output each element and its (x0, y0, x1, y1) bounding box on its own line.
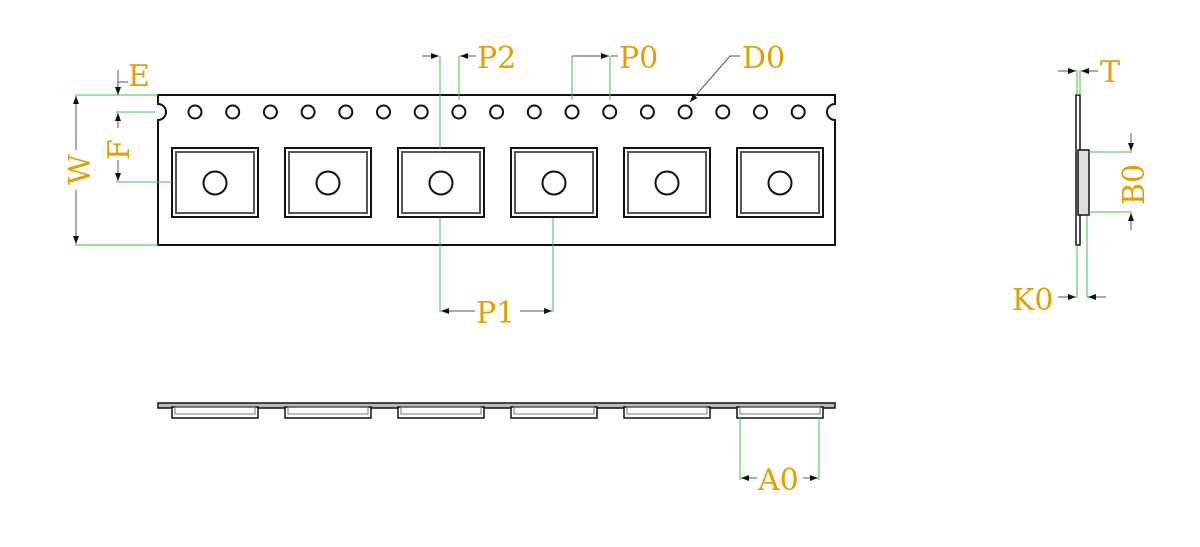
pocket-hole (767, 170, 793, 196)
sprocket-hole (564, 104, 580, 120)
pocket-profile (623, 406, 711, 419)
sprocket-hole (790, 104, 806, 120)
sprocket-hole (451, 104, 467, 120)
pocket-profile (510, 406, 598, 419)
sprocket-hole (413, 104, 429, 120)
pocket-hole (315, 170, 341, 196)
pocket (284, 147, 372, 218)
pocket (171, 147, 259, 218)
label-w: W (63, 154, 98, 185)
dimension-w: W (63, 96, 158, 246)
sprocket-hole (338, 104, 354, 120)
pocket (510, 147, 598, 218)
sprocket-hole (489, 104, 505, 120)
pocket-profile (397, 406, 485, 419)
sprocket-hole (187, 104, 203, 120)
label-p2: P2 (477, 41, 516, 76)
sprocket-hole (300, 104, 316, 120)
dimension-p2: P2 (422, 41, 516, 148)
label-k0: K0 (1012, 283, 1054, 318)
label-b0: B0 (1117, 164, 1152, 205)
dimension-e: E (75, 59, 158, 96)
sprocket-hole (677, 104, 693, 120)
label-f: F (102, 139, 137, 160)
tape-top-view (157, 94, 836, 246)
pocket (736, 147, 824, 218)
pocket-profile (171, 406, 259, 419)
pockets (171, 147, 824, 218)
tape-side-view: T B0 K0 (1012, 55, 1152, 318)
pocket-hole (541, 170, 567, 196)
sprocket-hole (602, 104, 618, 120)
label-d0: D0 (742, 41, 785, 76)
pocket-hole (202, 170, 228, 196)
dimension-p1: P1 (439, 218, 554, 331)
label-e: E (128, 59, 150, 94)
pocket-profile (284, 406, 372, 419)
sprocket-hole (715, 104, 731, 120)
pocket (623, 147, 711, 218)
label-p1: P1 (476, 296, 515, 331)
tape-front-view: A0 (157, 402, 836, 498)
sprocket-hole (753, 104, 768, 120)
dimension-f: F (102, 111, 172, 183)
pocket-hole (428, 170, 454, 196)
label-a0: A0 (757, 463, 799, 498)
pocket-profile (736, 406, 824, 419)
sprocket-hole (262, 104, 278, 120)
sprocket-hole (376, 104, 391, 120)
dimension-d0: D0 (689, 41, 785, 103)
label-p0: P0 (619, 41, 658, 76)
sprocket-hole (225, 104, 241, 120)
sprocket-holes (187, 104, 806, 120)
label-t: T (1100, 55, 1120, 90)
pocket-hole (654, 170, 680, 196)
pocket (397, 147, 485, 218)
dimension-p0: P0 (571, 41, 658, 100)
sprocket-hole (639, 104, 655, 120)
sprocket-hole (526, 104, 542, 120)
